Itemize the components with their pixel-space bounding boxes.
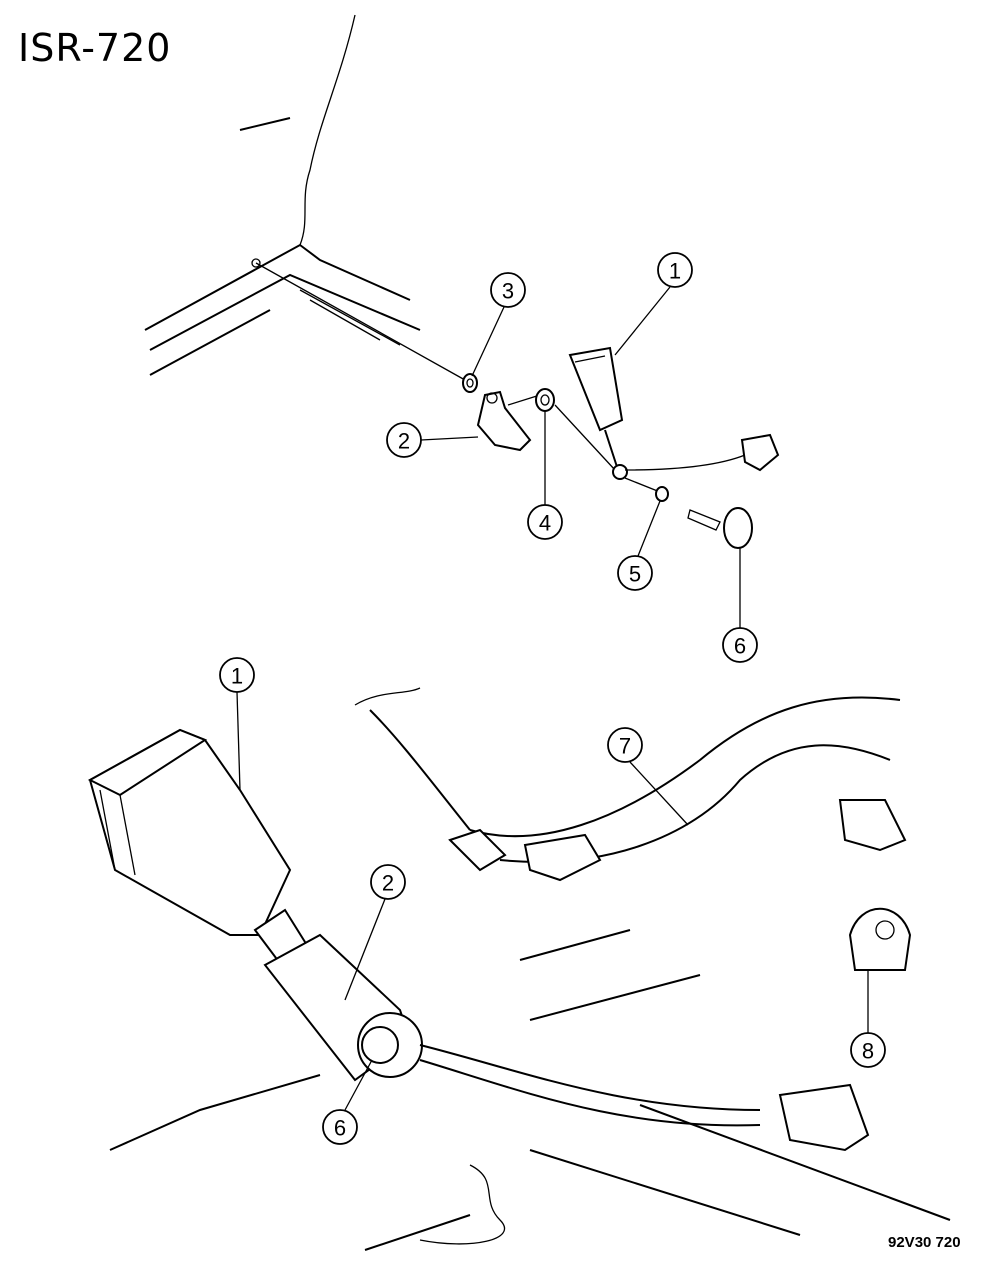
bolt-top (687, 507, 753, 549)
figure-code: 92V30 720 (888, 1234, 961, 1251)
callout-1-top: 1 (657, 252, 693, 288)
svg-text:6: 6 (334, 1116, 346, 1141)
bracket-bottom (263, 933, 423, 1082)
lower-floor-lines (109, 929, 951, 1251)
upper-floor-lines (144, 14, 466, 381)
washer-5 (655, 486, 669, 502)
svg-text:8: 8 (862, 1039, 874, 1064)
bracket-top (476, 390, 532, 452)
callout-1-bottom: 1 (219, 657, 255, 693)
washer-4 (535, 388, 555, 412)
buckle-bottom (87, 728, 312, 972)
callout-4: 4 (527, 504, 563, 540)
seat-belt-strap (354, 687, 907, 882)
wire-harness (419, 1044, 870, 1152)
cover-8 (848, 907, 912, 971)
callout-6-top: 6 (722, 627, 758, 663)
buckle-top (568, 346, 780, 480)
callout-2-bottom: 2 (370, 864, 406, 900)
callout-6-bottom: 6 (322, 1109, 358, 1145)
leader-lines (236, 286, 869, 1111)
svg-text:1: 1 (669, 259, 681, 284)
callout-3: 3 (490, 272, 526, 308)
diagram-title: ISR-720 (18, 26, 172, 70)
svg-text:2: 2 (398, 429, 410, 454)
callout-2-top: 2 (386, 422, 422, 458)
svg-text:3: 3 (502, 279, 514, 304)
svg-text:2: 2 (382, 871, 394, 896)
svg-text:1: 1 (231, 664, 243, 689)
svg-text:6: 6 (734, 634, 746, 659)
svg-text:7: 7 (619, 734, 631, 759)
callout-8: 8 (850, 1032, 886, 1068)
callout-7: 7 (607, 727, 643, 763)
callout-5: 5 (617, 555, 653, 591)
svg-text:5: 5 (629, 562, 641, 587)
washer-3 (462, 373, 478, 393)
svg-text:4: 4 (539, 511, 551, 536)
